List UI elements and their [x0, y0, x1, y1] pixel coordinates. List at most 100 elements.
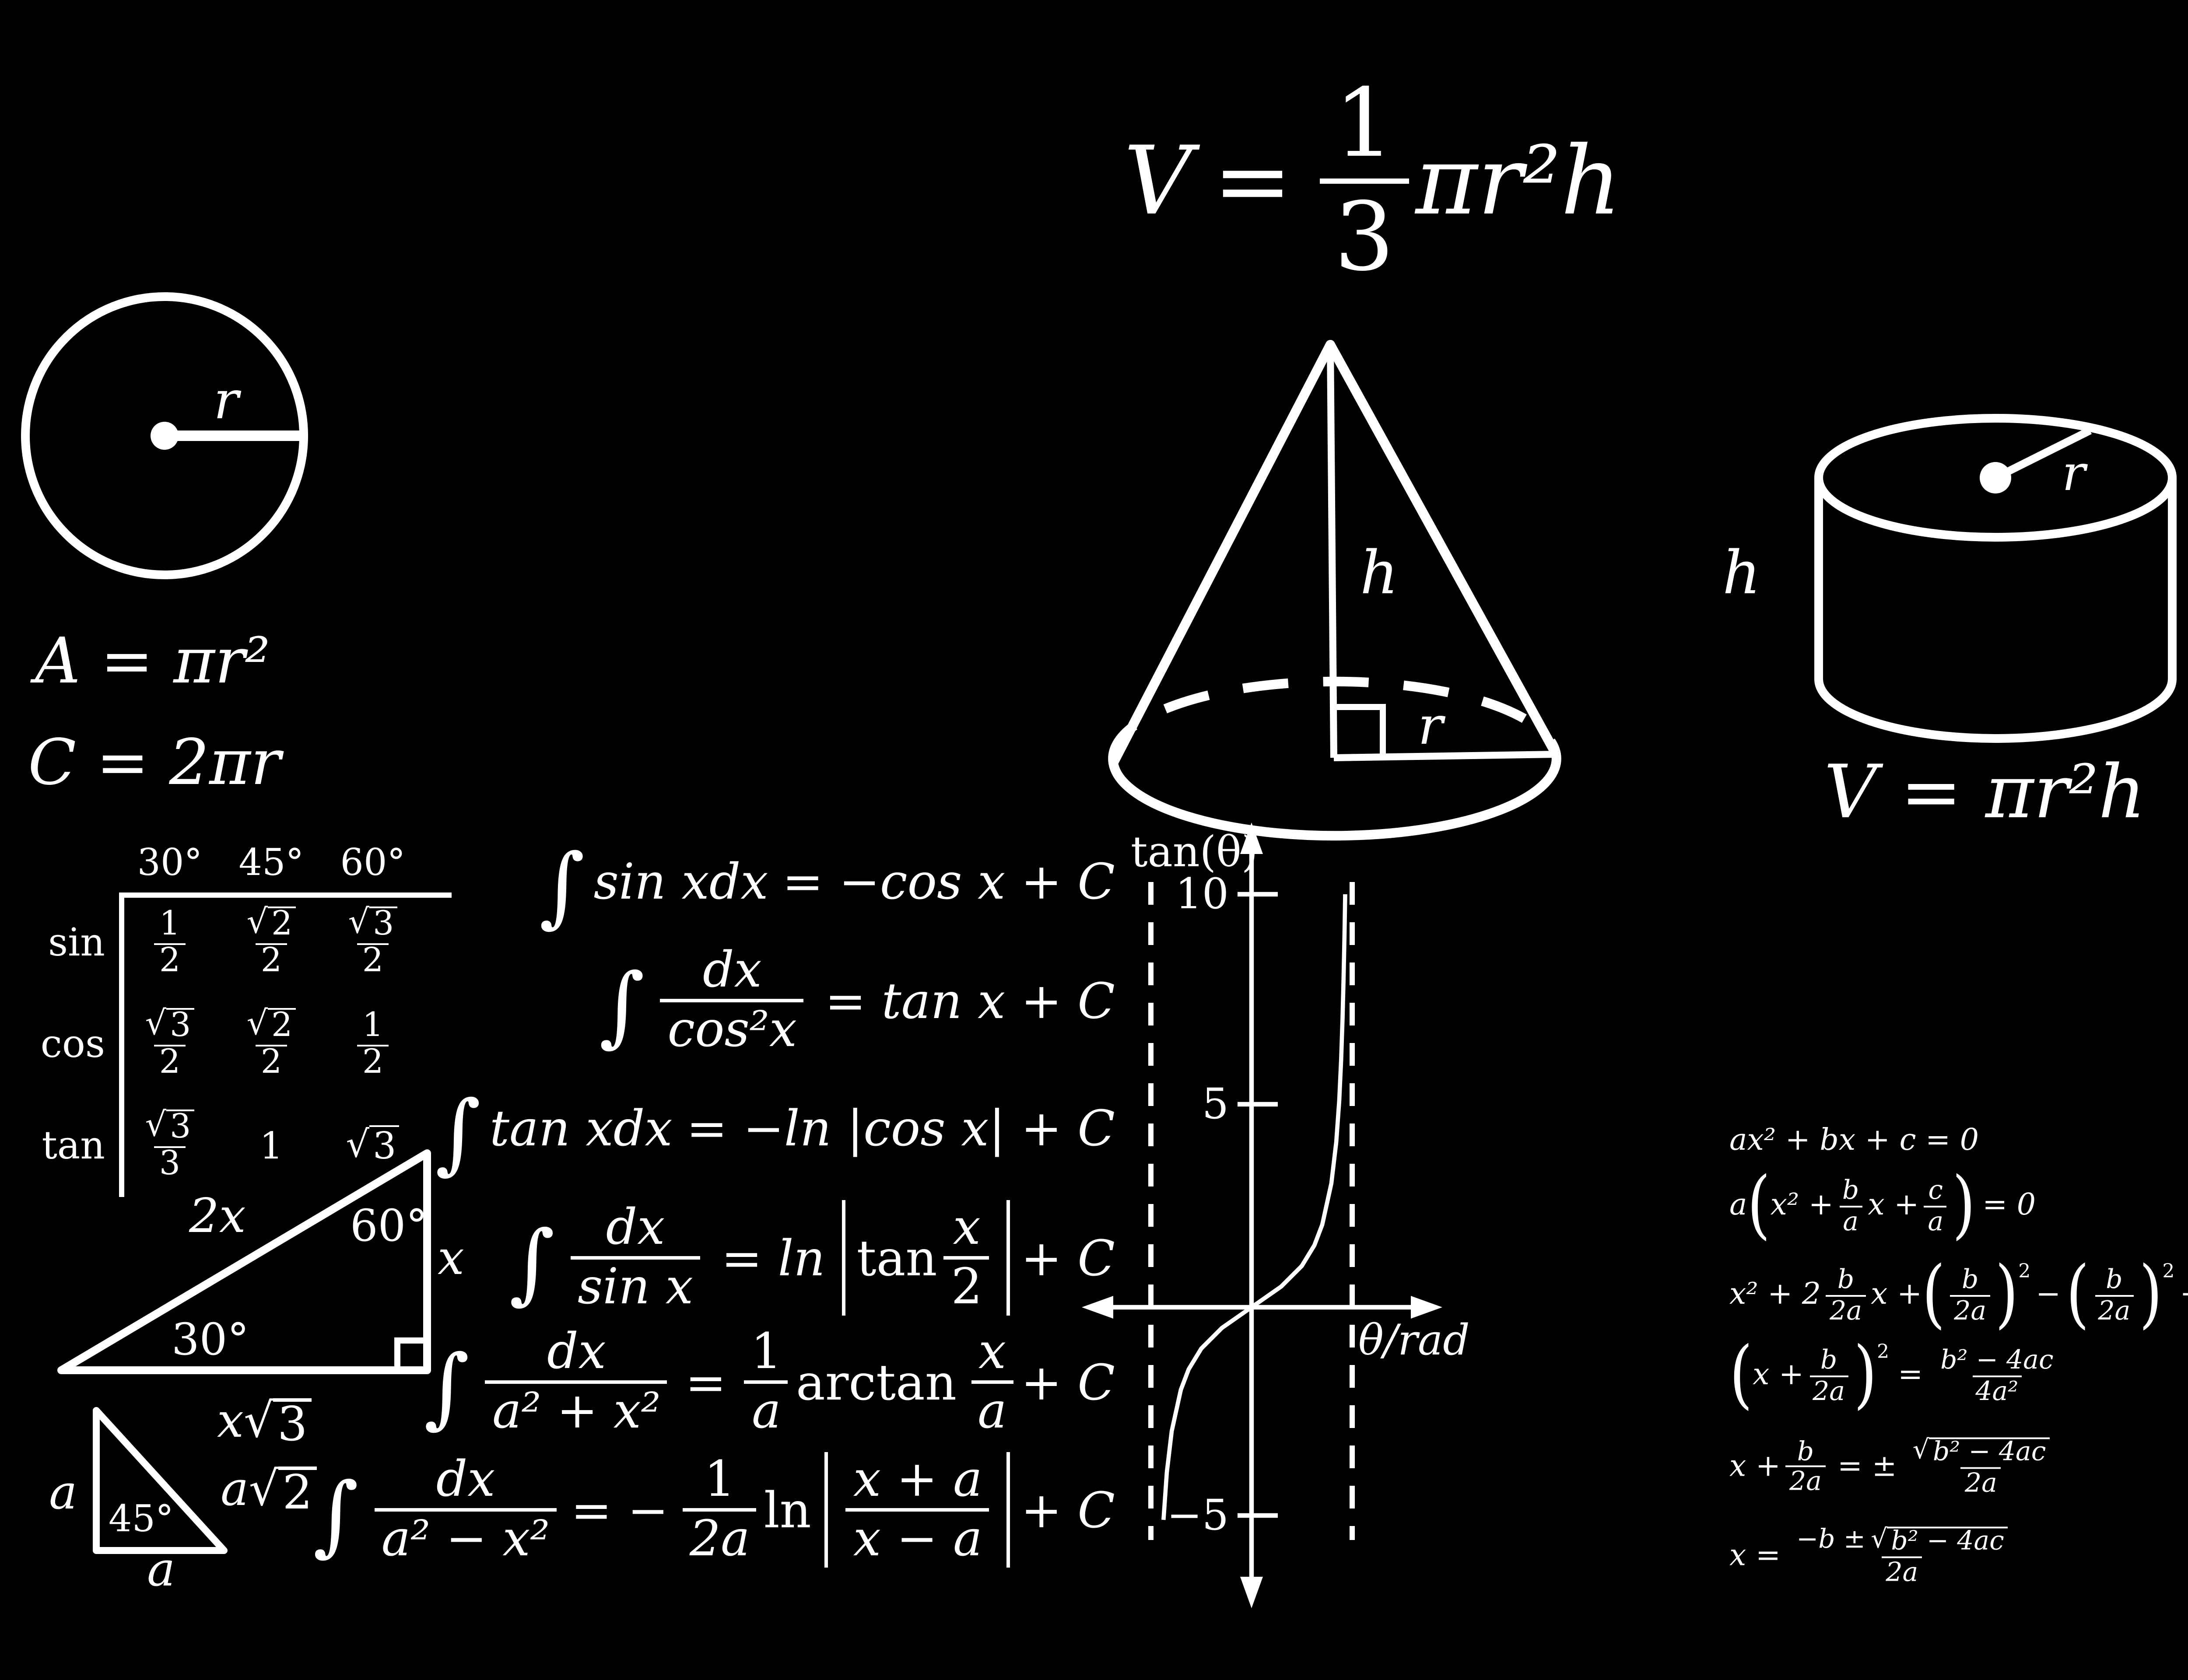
tan-plot [1082, 822, 1442, 1608]
quadratic-line-1: ax² + bx + c = 0 [1729, 1124, 1979, 1158]
cone-volume-formula: V = 1 3 πr²h [1124, 70, 1621, 294]
triangle30-top-angle-label: 60° [350, 1200, 428, 1251]
formula-rhs: πr²h [1415, 126, 1622, 237]
cone-radius-line [1333, 751, 1557, 761]
trig-cell-tan60: √3 [322, 1096, 424, 1197]
trig-table-horizontal-rule [119, 892, 452, 898]
triangle30-right-side-label: x [438, 1232, 464, 1286]
abs-bar [842, 1200, 846, 1316]
cylinder-height-label: h [1722, 539, 1761, 609]
triangle45-left-side-label: a [49, 1466, 77, 1521]
close-paren: ) [1995, 1250, 2019, 1338]
integrand: tan xdx [489, 1100, 673, 1158]
cylinder-volume-formula: V = πr²h [1824, 749, 2146, 835]
trig-row-tan: tan [42, 1124, 105, 1168]
cone-right-side [1325, 340, 1561, 759]
circle-radius-label: r [214, 371, 239, 432]
abs-bar [825, 1452, 829, 1568]
trig-row-sin: sin [48, 921, 105, 965]
integral-sign: ∫ [313, 1464, 359, 1565]
trig-row-cos: cos [40, 1023, 105, 1067]
trig-table-vertical-rule [119, 892, 124, 1197]
cone-left-side [1108, 340, 1335, 768]
integral-sign: ∫ [435, 1082, 481, 1184]
ytick-minus5: −5 [1167, 1491, 1229, 1540]
tan-curve [1161, 894, 1347, 1520]
triangle30-hypotenuse-label: 2x [189, 1190, 246, 1244]
equals-sign: = [685, 1354, 726, 1411]
triangle30-bottom-angle-label: 30° [172, 1314, 249, 1365]
plus-C: + C [1020, 1354, 1115, 1411]
tan-word: tan [856, 1229, 937, 1287]
triangle30-base-label: x√3 [217, 1395, 311, 1451]
cone-radius-label: r [1418, 696, 1443, 758]
open-paren: ( [1747, 1161, 1771, 1249]
triangle-30-60-90 [57, 1149, 431, 1374]
open-paren: ( [2066, 1250, 2090, 1338]
trig-header-60: 60° [340, 842, 406, 884]
integral-sign: ∫ [539, 836, 585, 937]
integrand: sin xdx [593, 853, 768, 911]
ytick-5: 5 [1202, 1080, 1229, 1129]
formula-lhs: V [1124, 126, 1192, 237]
ytick-10: 10 [1175, 870, 1229, 919]
integral-sign: ∫ [424, 1336, 470, 1438]
close-paren: ) [2139, 1250, 2163, 1338]
trig-header-30: 30° [137, 842, 203, 884]
open-paren: ( [1922, 1250, 1946, 1338]
abs-bar [1006, 1200, 1010, 1316]
open-paren: ( [1729, 1331, 1753, 1419]
plus-C: + C [1020, 1481, 1115, 1539]
result: = −cos x + C [782, 853, 1115, 911]
triangle-45-45-90 [93, 1407, 228, 1554]
y-axis-bottom-arrow [1240, 1577, 1263, 1608]
integral-sin: ∫ sin xdx = −cos x + C [539, 843, 1115, 930]
cylinder-radius-line [1993, 427, 2092, 482]
integral-sign: ∫ [509, 1212, 555, 1313]
close-paren: ) [1854, 1331, 1877, 1419]
integral-tan: ∫ tan xdx = −ln |cos x| + C [435, 1089, 1115, 1177]
quadratic-line-3: x² + 2 b2a x + ( b2a ) 2 − ( b2a ) 2 + c… [1729, 1250, 2188, 1338]
cylinder-figure [1814, 414, 2177, 743]
circle-circumference-formula: C = 2πr [28, 728, 281, 800]
arctan-word: arctan [796, 1354, 957, 1411]
circle-radius-line [161, 430, 305, 441]
x-axis-right-arrow [1411, 1296, 1442, 1319]
abs-bar [1006, 1452, 1010, 1568]
circle-area-formula: A = πr² [35, 626, 270, 698]
ln-word: ln [764, 1481, 811, 1539]
plot-xlabel: θ/rad [1358, 1316, 1470, 1365]
equals-sign: = [1213, 126, 1292, 237]
equals-ln: = ln [721, 1229, 825, 1287]
cone-base-front-arc [1108, 753, 1561, 841]
result: = −ln |cos x| + C [686, 1100, 1115, 1158]
triangle45-angle-label: 45° [109, 1498, 174, 1540]
one-third-fraction: 1 3 [1320, 70, 1409, 294]
cone-height-line [1327, 344, 1337, 758]
close-paren: ) [1952, 1161, 1976, 1249]
plus-C: + C [1020, 1229, 1115, 1287]
cone-right-angle-mark [1334, 704, 1386, 758]
integral-sign: ∫ [599, 955, 645, 1056]
triangle45-hypotenuse-label: a√2 [221, 1463, 316, 1519]
cylinder-radius-label: r [2062, 444, 2086, 502]
